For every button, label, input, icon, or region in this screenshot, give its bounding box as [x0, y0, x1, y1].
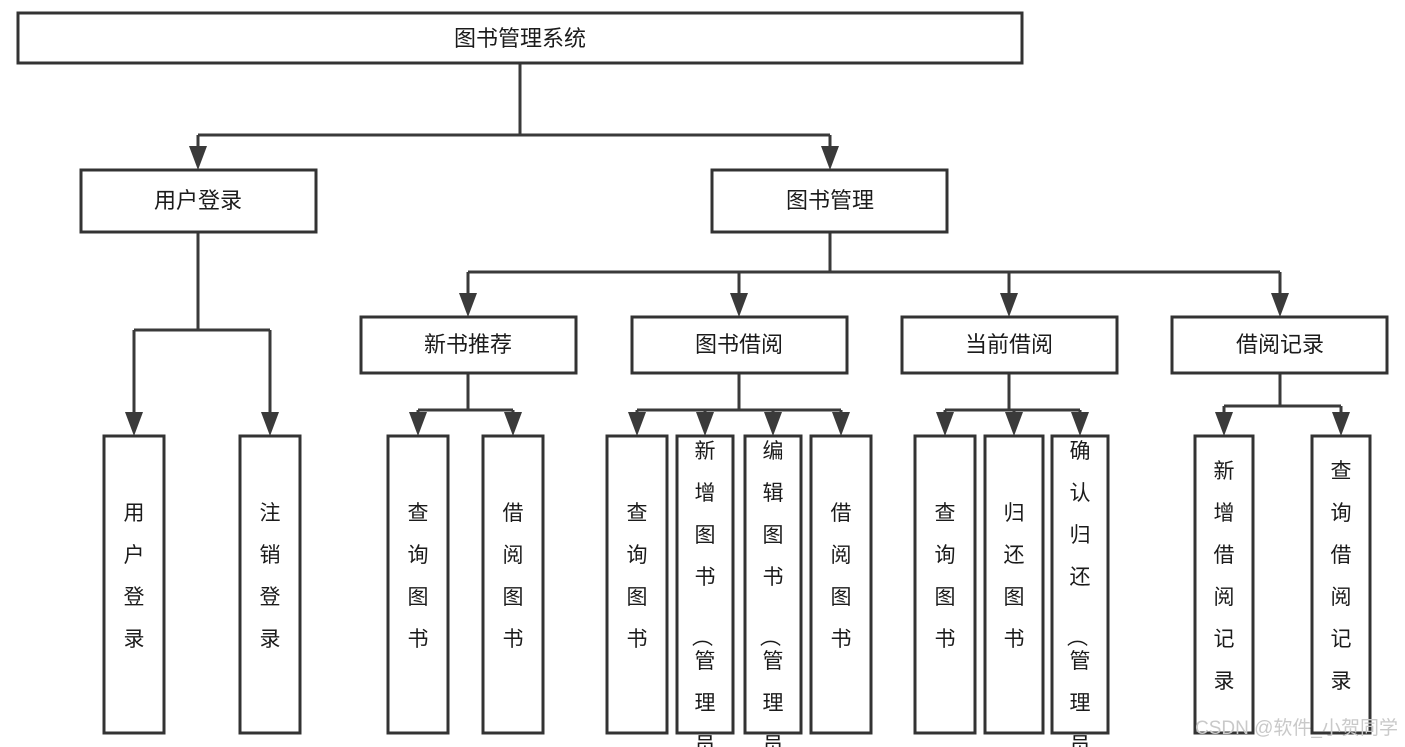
- node-leaf-user-logout[interactable]: 注销登录: [238, 434, 302, 735]
- arrow-head-leaf-borrow-book-1: [504, 412, 522, 436]
- node-leaf-return-book-box[interactable]: [983, 434, 1045, 735]
- node-leaf-return-book-label: 归还图书: [1004, 502, 1025, 651]
- node-leaf-add-book-label: 新增图书（管理员）: [690, 440, 716, 747]
- node-leaf-confirm-return-box[interactable]: [1050, 434, 1110, 735]
- node-root-label: 图书管理系统: [454, 26, 586, 51]
- node-leaf-borrow-book-2[interactable]: 借阅图书: [809, 434, 873, 735]
- arrow-head-current-borrow: [1000, 293, 1018, 317]
- arrow-head-leaf-user-login: [125, 412, 143, 436]
- node-borrow-record-label: 借阅记录: [1236, 332, 1324, 357]
- node-book-manage-label: 图书管理: [786, 188, 874, 213]
- node-book-borrow-label: 图书借阅: [695, 332, 783, 357]
- node-leaf-user-login[interactable]: 用户登录: [102, 434, 166, 735]
- arrow-head-new-book-recommend: [459, 293, 477, 317]
- arrow-head-leaf-confirm-return: [1071, 412, 1089, 436]
- node-leaf-query-book-1-box[interactable]: [386, 434, 450, 735]
- node-leaf-borrow-book-1-box[interactable]: [481, 434, 545, 735]
- node-borrow-record-box[interactable]: [1170, 315, 1389, 375]
- arrow-head-borrow-record: [1271, 293, 1289, 317]
- node-leaf-query-book-3-label: 查询图书: [935, 502, 956, 651]
- node-current-borrow-box[interactable]: [900, 315, 1119, 375]
- node-user-login-label: 用户登录: [154, 188, 242, 213]
- node-leaf-query-book-2-box[interactable]: [605, 434, 669, 735]
- node-leaf-return-book[interactable]: 归还图书: [983, 434, 1045, 735]
- node-user-login-box[interactable]: [79, 168, 318, 234]
- node-borrow-record[interactable]: 借阅记录: [1170, 315, 1389, 375]
- connector-layer: [125, 63, 1350, 436]
- node-leaf-borrow-book-1-label: 借阅图书: [503, 502, 524, 651]
- arrow-head-leaf-add-record: [1215, 412, 1233, 436]
- node-current-borrow-label: 当前借阅: [965, 332, 1053, 357]
- node-leaf-edit-book-box[interactable]: [743, 434, 803, 735]
- arrow-head-leaf-query-book-1: [409, 412, 427, 436]
- arrow-head-book-borrow: [730, 293, 748, 317]
- arrow-head-leaf-user-logout: [261, 412, 279, 436]
- node-leaf-query-record-label: 查询借阅记录: [1331, 460, 1352, 693]
- node-leaf-add-record-label: 新增借阅记录: [1214, 460, 1235, 693]
- node-leaf-confirm-return[interactable]: 确认归还（管理员）: [1050, 434, 1110, 747]
- node-book-borrow-box[interactable]: [630, 315, 849, 375]
- node-leaf-query-record-box[interactable]: [1310, 434, 1372, 735]
- arrow-head-leaf-return-book: [1005, 412, 1023, 436]
- node-leaf-add-book-box[interactable]: [675, 434, 735, 735]
- arrow-head-user-login: [189, 146, 207, 170]
- node-leaf-add-book[interactable]: 新增图书（管理员）: [675, 434, 735, 747]
- node-leaf-user-login-label: 用户登录: [124, 502, 145, 651]
- node-new-book-recommend[interactable]: 新书推荐: [359, 315, 578, 375]
- node-leaf-query-book-1[interactable]: 查询图书: [386, 434, 450, 735]
- node-book-borrow[interactable]: 图书借阅: [630, 315, 849, 375]
- node-current-borrow[interactable]: 当前借阅: [900, 315, 1119, 375]
- node-leaf-query-book-2[interactable]: 查询图书: [605, 434, 669, 735]
- arrow-head-book-manage: [821, 146, 839, 170]
- node-leaf-edit-book[interactable]: 编辑图书（管理员）: [743, 434, 803, 747]
- arrow-head-leaf-edit-book: [764, 412, 782, 436]
- node-new-book-recommend-box[interactable]: [359, 315, 578, 375]
- node-leaf-user-logout-label: 注销登录: [260, 502, 281, 651]
- node-leaf-borrow-book-2-box[interactable]: [809, 434, 873, 735]
- node-leaf-add-record-box[interactable]: [1193, 434, 1255, 735]
- node-leaf-borrow-book-2-label: 借阅图书: [831, 502, 852, 651]
- node-book-manage[interactable]: 图书管理: [710, 168, 949, 234]
- arrow-head-leaf-query-book-2: [628, 412, 646, 436]
- node-leaf-borrow-book-1[interactable]: 借阅图书: [481, 434, 545, 735]
- arrow-head-leaf-borrow-book-2: [832, 412, 850, 436]
- node-book-manage-box[interactable]: [710, 168, 949, 234]
- node-leaf-user-logout-box[interactable]: [238, 434, 302, 735]
- node-leaf-edit-book-label: 编辑图书（管理员）: [758, 440, 784, 747]
- node-leaf-query-book-2-label: 查询图书: [627, 502, 648, 651]
- node-leaf-add-record[interactable]: 新增借阅记录: [1193, 434, 1255, 735]
- arrow-head-leaf-add-book: [696, 412, 714, 436]
- node-root[interactable]: 图书管理系统: [16, 11, 1024, 65]
- node-leaf-query-book-3[interactable]: 查询图书: [913, 434, 977, 735]
- node-user-login[interactable]: 用户登录: [79, 168, 318, 234]
- node-leaf-query-book-3-box[interactable]: [913, 434, 977, 735]
- node-new-book-recommend-label: 新书推荐: [424, 332, 512, 357]
- node-leaf-query-book-1-label: 查询图书: [408, 502, 429, 651]
- arrow-head-leaf-query-record: [1332, 412, 1350, 436]
- node-root-box[interactable]: [16, 11, 1024, 65]
- node-leaf-confirm-return-label: 确认归还（管理员）: [1065, 440, 1091, 747]
- arrow-head-leaf-query-book-3: [936, 412, 954, 436]
- node-leaf-user-login-box[interactable]: [102, 434, 166, 735]
- csdn-watermark: CSDN @软件_小贺同学: [1195, 717, 1398, 739]
- node-leaf-query-record[interactable]: 查询借阅记录: [1310, 434, 1372, 735]
